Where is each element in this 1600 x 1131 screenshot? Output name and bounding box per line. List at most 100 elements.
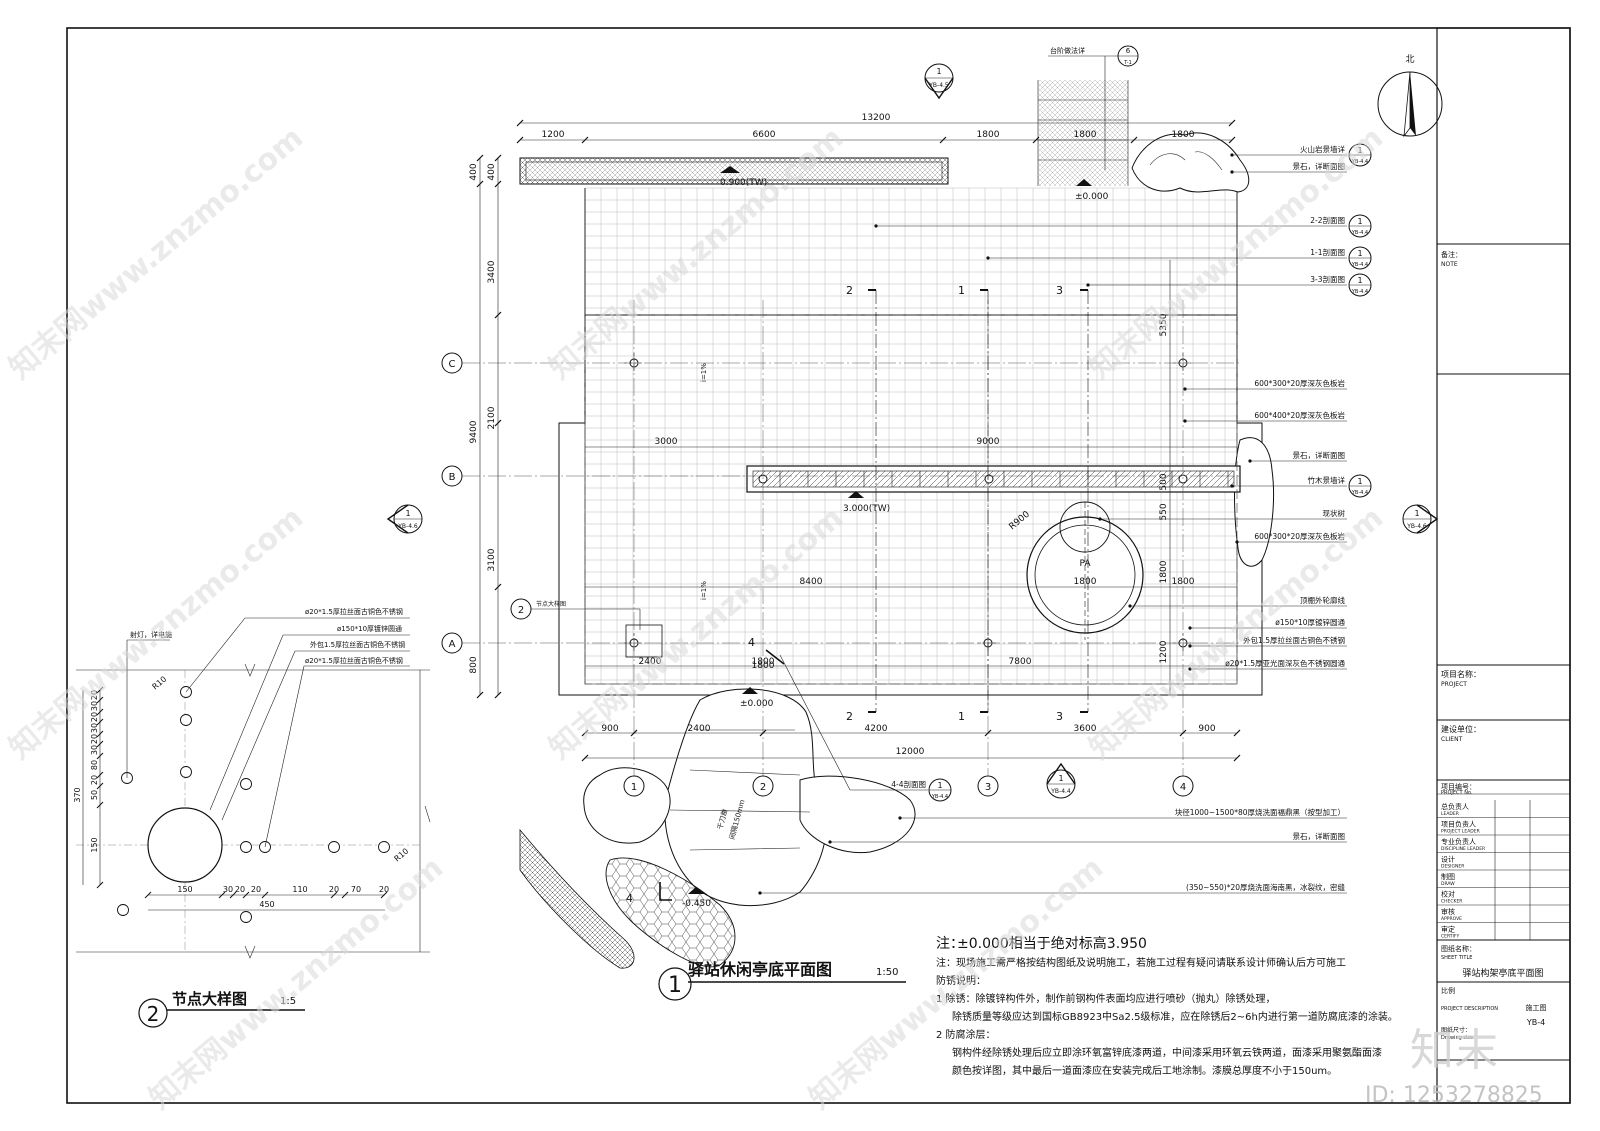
dim-left-inner-3: 2100 xyxy=(487,406,497,429)
axis-b: B xyxy=(449,472,456,483)
detail-d2: ø150*10厚镀锌圆通 xyxy=(337,624,402,633)
cut-4-top: 4 xyxy=(748,636,755,649)
cut-1-top: 1 xyxy=(958,284,965,297)
ref-right-num: 1 xyxy=(1414,509,1419,518)
dim-left-inner-1: 400 xyxy=(487,163,497,180)
annotation-a15: ø20*1.5厚亚光面深灰色不锈钢圆通 xyxy=(1225,658,1345,668)
tb-size-cn: 图纸尺寸： xyxy=(1441,1026,1471,1034)
watermark-4: 知末网www.znzmo.com xyxy=(3,500,310,766)
dim-tick xyxy=(330,891,338,899)
dim-tick xyxy=(494,691,502,699)
cut-4-bottom: 4 xyxy=(626,892,633,905)
dim-tick xyxy=(1130,136,1138,144)
tb-note-cn: 备注： xyxy=(1441,250,1462,259)
dim-9000: 9000 xyxy=(977,437,1000,447)
dim-bottom-6: 900 xyxy=(1198,724,1215,734)
detail-h-dim: 20 xyxy=(329,885,339,894)
title-block-frame xyxy=(1436,27,1571,1104)
dim-7800: 7800 xyxy=(1009,657,1032,667)
leader-a2: 景石，详断面图 xyxy=(1230,161,1347,174)
dim-tick xyxy=(229,891,237,899)
tb-note-en: NOTE xyxy=(1441,261,1458,268)
detail-light: 射灯，详电施 xyxy=(130,630,172,639)
note-7: 颜色按详图，其中最后一道面漆应在安装完成后工地涂制。漆膜总厚度不小于150um。 xyxy=(952,1064,1337,1077)
dim-tick xyxy=(476,154,484,162)
detail-rod xyxy=(378,841,390,853)
annotation-a3: 2-2剖面图 xyxy=(1310,215,1345,225)
dim-tick xyxy=(630,729,638,737)
leader-a6: 600*300*20厚深灰色板岩 xyxy=(1183,378,1347,391)
dim-tick xyxy=(261,891,269,899)
dim-tick xyxy=(1233,754,1241,762)
annotation-a9: 竹木景墙详 xyxy=(1308,475,1346,485)
detail-h-dim: 30 xyxy=(223,885,233,894)
dim-tick xyxy=(380,891,388,899)
ref-num: 1 xyxy=(1357,217,1362,226)
detail-h-dim: 70 xyxy=(351,885,361,894)
annotation-a8: 景石，详断面图 xyxy=(1293,450,1346,460)
tb-row-en: CERTIFY xyxy=(1441,934,1459,940)
dim-bottom-5: 3600 xyxy=(1074,724,1097,734)
leader-a8: 景石，详断面图 xyxy=(1248,450,1347,463)
ref-sheet: YB-4.4 xyxy=(931,794,948,800)
detail-v-dim: 150 xyxy=(90,837,99,852)
elev-low: -0.450 xyxy=(682,899,711,909)
ref-num: 1 xyxy=(1357,477,1362,486)
dim-tick xyxy=(242,891,250,899)
detail-v-dim: 20 xyxy=(90,690,99,700)
annotation-a18: (350~550)*20厚烧洗面海南黑，冰裂纹，密缝 xyxy=(1186,882,1346,892)
stone-path xyxy=(519,688,916,969)
slope-b: i=1% xyxy=(700,581,708,600)
watermark-logo: 知末 xyxy=(1410,1025,1498,1076)
main-title-text: 驿站休闲亭底平面图 xyxy=(688,960,832,979)
ref-sheet: YB-4.4 xyxy=(1351,490,1368,496)
ref-num: 1 xyxy=(937,781,942,790)
annotation-a11: 600*300*20厚深灰色板岩 xyxy=(1254,531,1345,541)
note-1: 注：现场施工需严格按结构图纸及说明施工，若施工过程有疑问请联系设计师确认后方可施… xyxy=(936,956,1346,969)
annotation-a6: 600*300*20厚深灰色板岩 xyxy=(1254,378,1345,388)
north-arrow: 北 xyxy=(1377,54,1443,138)
watermark-id: ID: 1253278825 xyxy=(1365,1083,1543,1108)
dim-tick xyxy=(144,891,152,899)
cut-3-bottom: 3 xyxy=(1056,710,1063,723)
dim-tick xyxy=(96,801,104,809)
tb-phase: 施工图 xyxy=(1526,1003,1547,1012)
dim-tick xyxy=(218,891,226,899)
dim-1800a: 1800 xyxy=(1074,577,1097,587)
dim-1800c: 1800 xyxy=(752,657,775,667)
cut-3-top: 3 xyxy=(1056,284,1063,297)
elev-zero-bottom: ±0.000 xyxy=(740,699,774,709)
tb-row-cn: 制图 xyxy=(1441,872,1455,881)
dim-bottom-2: 2400 xyxy=(688,724,711,734)
annotation-a7: 600*400*20厚深灰色板岩 xyxy=(1254,410,1345,420)
note-6: 钢构件经除锈处理后应立即涂环氧富锌底漆两道，中间漆采用环氧云铁两道，面漆采用聚氨… xyxy=(952,1046,1382,1059)
tb-row-en: DISCIPLINE LEADER xyxy=(1441,846,1485,852)
tb-scale-cn: 比例 xyxy=(1441,986,1455,995)
main-title-number: 1 xyxy=(668,973,682,998)
dim-tick xyxy=(494,583,502,591)
dim-8400: 8400 xyxy=(800,577,823,587)
elev-zero-top: ±0.000 xyxy=(1075,192,1109,202)
detail-title-text: 节点大样图 xyxy=(172,990,247,1008)
dim-tick xyxy=(96,730,104,738)
detail-rod xyxy=(240,841,252,853)
dim-2400: 2400 xyxy=(639,657,662,667)
tb-row-en: APPROVE xyxy=(1441,916,1462,922)
tb-projno-cn: 项目编号： xyxy=(1441,782,1476,791)
dim-tick xyxy=(494,154,502,162)
watermark-1: 知末网www.znzmo.com xyxy=(3,120,310,386)
main-title-scale: 1:50 xyxy=(876,967,898,978)
dim-bottom-total: 12000 xyxy=(896,747,925,757)
ref-top-sheet: YB-4.5 xyxy=(928,82,949,89)
dim-tick xyxy=(1228,136,1236,144)
main-title: 1 驿站休闲亭底平面图 1:50 xyxy=(658,960,906,1001)
top-steps xyxy=(1037,80,1129,186)
tb-row-cn: 审定 xyxy=(1441,925,1455,934)
leader-a9: 竹木景墙详 1YB-4.4 xyxy=(1230,474,1372,498)
